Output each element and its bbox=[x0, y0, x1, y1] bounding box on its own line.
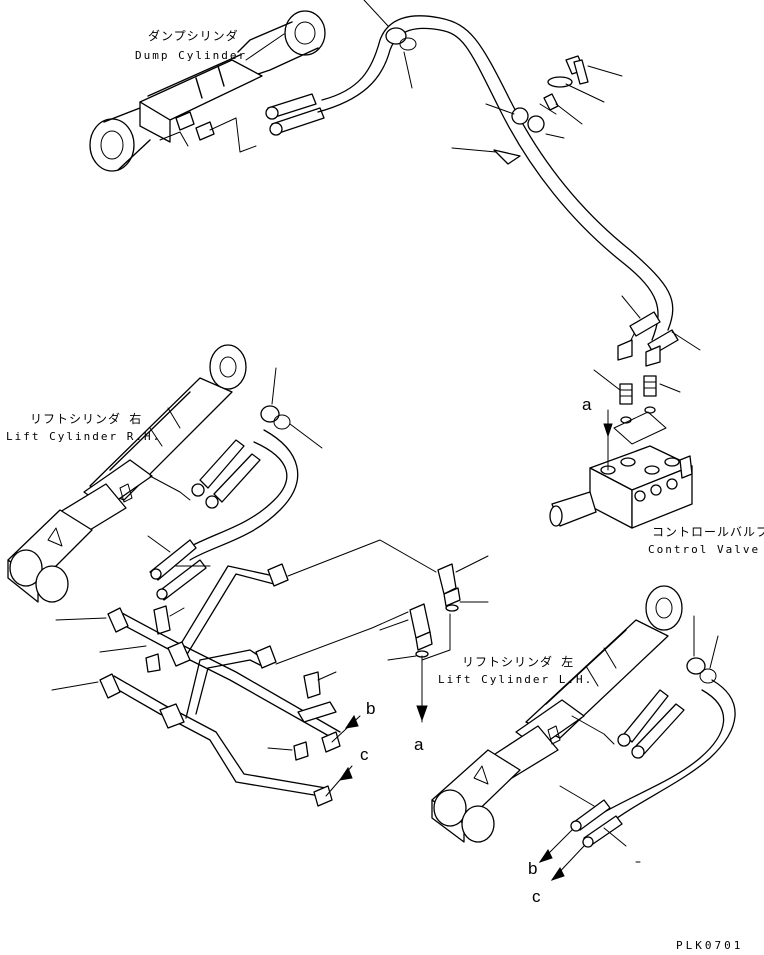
arrows-mid bbox=[325, 714, 361, 797]
connection-mark-c-bottom: c bbox=[532, 887, 541, 906]
connection-mark-a-bottom: a bbox=[414, 735, 424, 754]
drawing-code: PLK0701 bbox=[676, 939, 744, 952]
lift-cylinder-lh-label-jp: リフトシリンダ 左 bbox=[462, 655, 575, 669]
lift-cylinder-rh-label-jp: リフトシリンダ 右 bbox=[30, 412, 143, 426]
cross-tubes bbox=[51, 535, 437, 807]
arrows-bottom bbox=[538, 829, 585, 881]
lift-cylinder-rh-label-en: Lift Cylinder R.H. bbox=[6, 430, 162, 443]
center-elbows bbox=[379, 555, 489, 723]
control-valve bbox=[549, 339, 693, 529]
connection-mark-c-mid: c bbox=[360, 745, 369, 764]
connection-mark-a-top: a bbox=[582, 395, 592, 414]
dump-cylinder bbox=[89, 10, 326, 172]
control-valve-label-jp: コントロールバルブ bbox=[652, 525, 764, 539]
lift-cylinder-lh bbox=[431, 585, 736, 863]
control-valve-label-en: Control Valve bbox=[648, 543, 761, 556]
lift-cylinder-rh bbox=[7, 344, 323, 603]
connection-mark-b-mid: b bbox=[366, 699, 376, 718]
dump-cylinder-label-en: Dump Cylinder bbox=[135, 49, 248, 62]
connection-mark-b-bottom: b bbox=[528, 859, 538, 878]
dump-line-pipes bbox=[317, 0, 701, 363]
lift-cylinder-lh-label-en: Lift Cylinder L.H. bbox=[438, 673, 594, 686]
dump-cylinder-label-jp: ダンプシリンダ bbox=[148, 29, 239, 43]
